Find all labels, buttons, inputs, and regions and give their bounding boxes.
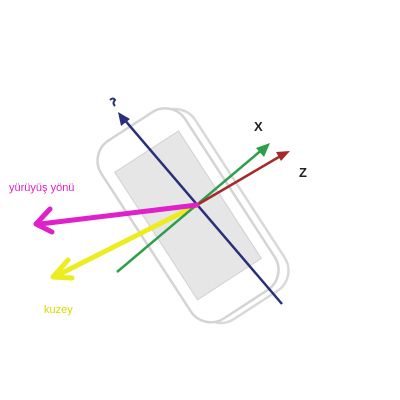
x-axis-label: X [254,119,263,134]
x-axis-arrow [116,143,270,273]
walking-direction-label: yürüyüş yönü [9,182,75,194]
north-label: kuzey [44,304,73,316]
phone-icon [96,107,290,325]
north-arrow [50,202,200,281]
z-axis-arrow [196,151,290,207]
walking-direction-arrow [33,202,200,235]
z-axis-label: Z [299,165,307,180]
y-axis-label-mark [109,97,117,107]
phone-screen [114,130,262,301]
y-axis-arrow [109,97,283,305]
